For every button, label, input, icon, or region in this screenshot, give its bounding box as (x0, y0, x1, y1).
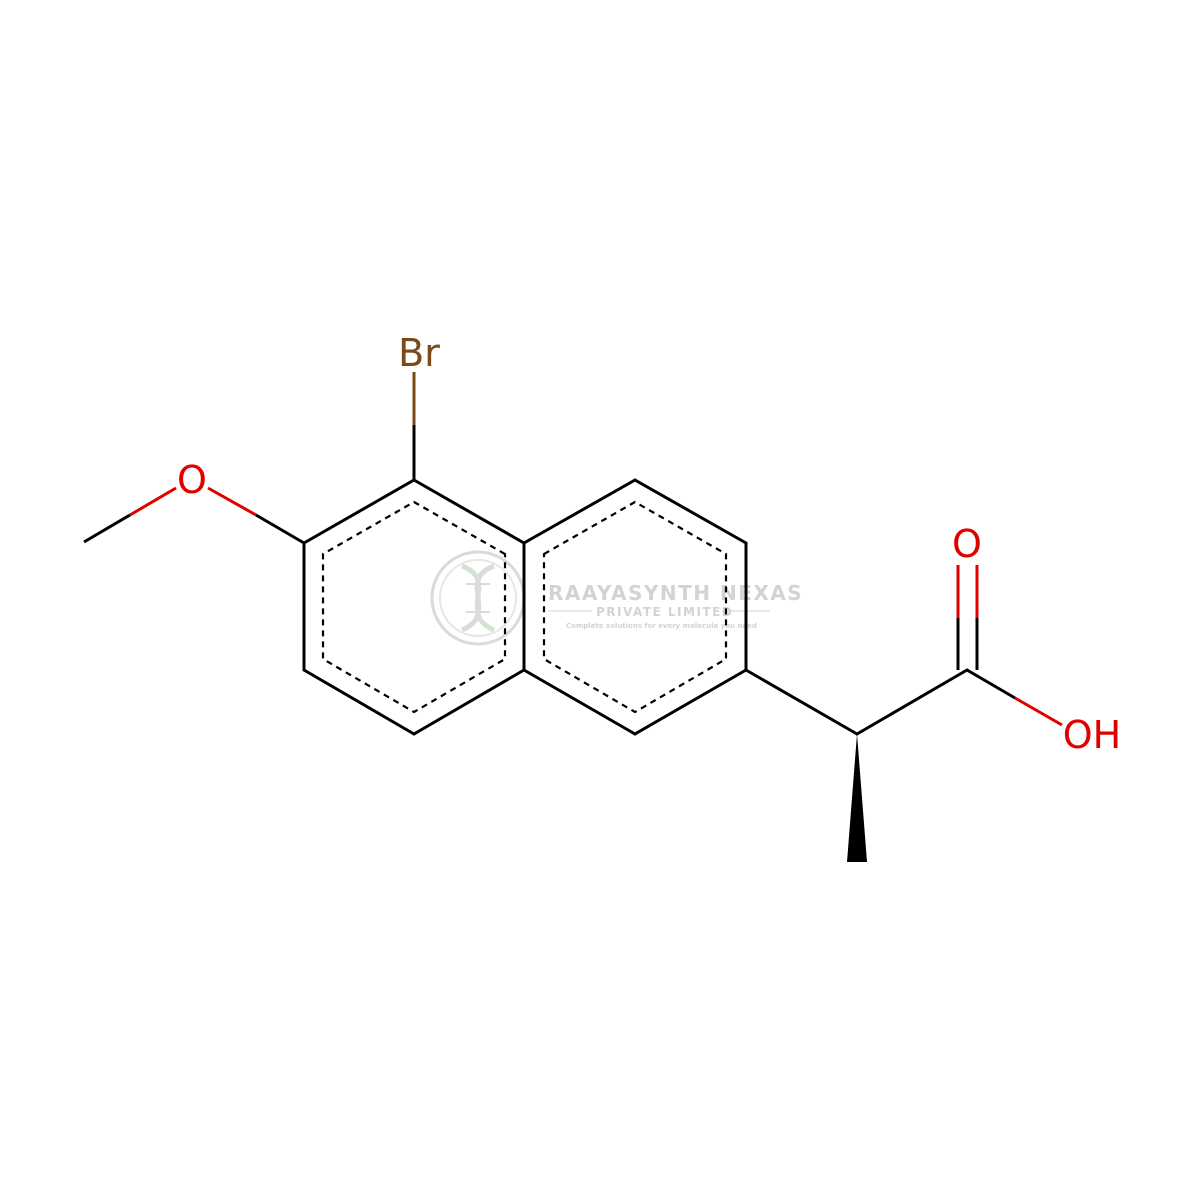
bond-c5-c6 (302, 478, 416, 545)
bond-c6-o-carbon-half (255, 513, 305, 545)
aromatic-ring-left (321, 500, 507, 714)
bond-c6-o-oxygen-half (207, 486, 257, 517)
bond-c2-c1 (633, 668, 748, 736)
wedge-bond-methyl (847, 734, 867, 862)
bond-c2-calpha (744, 668, 859, 736)
atom-hydroxyl: OH (1063, 713, 1121, 757)
bond-c1-c8a (522, 668, 637, 736)
watermark-title: RAAYASYNTH NEXAS (548, 581, 803, 605)
atom-bromine: Br (398, 331, 440, 375)
atom-oxygen-methoxy: O (177, 458, 207, 502)
bond-c4-c3 (633, 478, 748, 545)
bond-c4a-c5 (412, 478, 526, 545)
bond-c-oh-oxygen-half (1014, 696, 1063, 727)
watermark-tagline: Complete solutions for every molecule yo… (566, 622, 757, 630)
bond-c-oh-carbon-half (966, 668, 1016, 700)
bond-o-ch3-carbon-half (83, 513, 131, 544)
bond-c8-c8a (412, 668, 526, 736)
watermark-subtitle: PRIVATE LIMITED (596, 605, 733, 619)
bond-calpha-ccarboxyl (855, 668, 969, 736)
atom-oxygen-carbonyl: O (952, 522, 982, 566)
bond-c4a-c4 (522, 478, 637, 545)
company-logo (430, 550, 526, 646)
bond-c7-c8 (302, 668, 416, 736)
aromatic-ring-right (542, 500, 728, 714)
bond-o-ch3-oxygen-half (129, 486, 177, 517)
